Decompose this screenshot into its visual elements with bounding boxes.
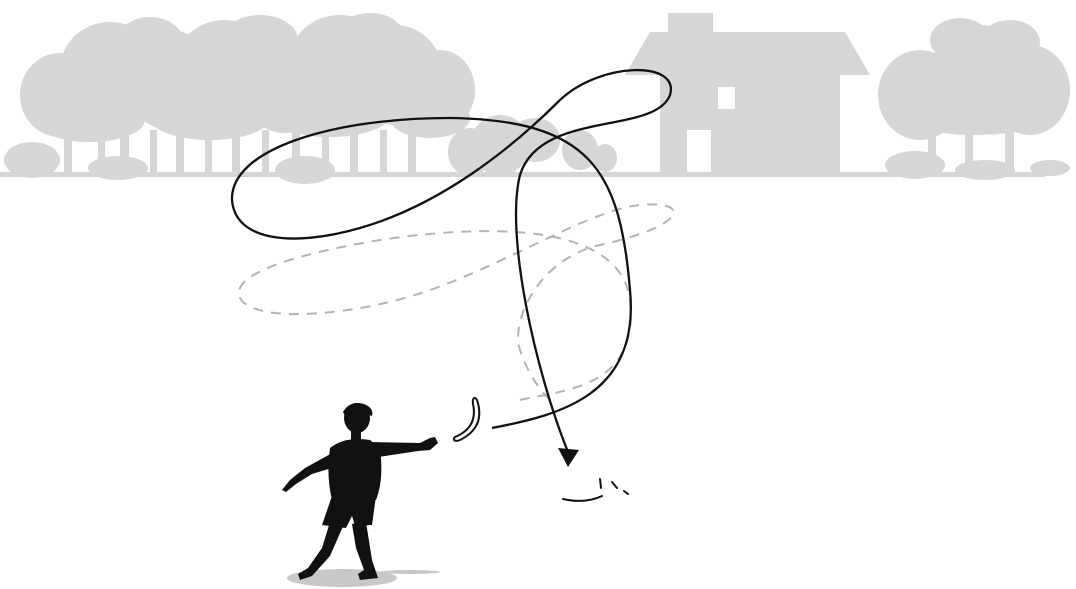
impact-marks-icon — [563, 479, 628, 501]
boy-silhouette — [282, 403, 438, 580]
house-silhouette — [625, 13, 870, 174]
tree-line-left — [4, 13, 617, 184]
dashed-shadow-flight-path — [239, 204, 674, 400]
horizon-ground — [0, 172, 1045, 177]
background-silhouettes — [0, 13, 1070, 184]
tree-cluster-right — [878, 18, 1070, 180]
boomerang-icon — [454, 398, 480, 441]
arrowhead-icon — [558, 448, 579, 467]
